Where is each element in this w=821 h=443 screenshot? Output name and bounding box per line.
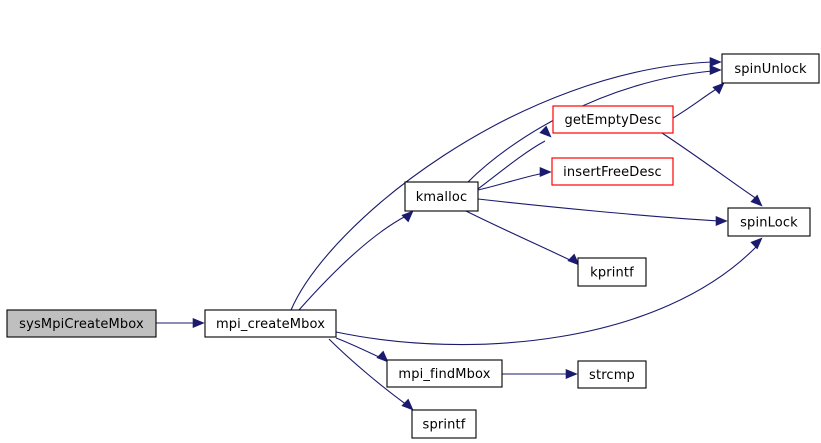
edge-mpi_createMbox-to-sprintf	[328, 338, 414, 411]
node-label: kmalloc	[416, 190, 468, 205]
node-label: strcmp	[589, 368, 635, 383]
arrow-head-icon	[376, 350, 389, 363]
node-label: mpi_createMbox	[216, 317, 325, 332]
node-label: insertFreeDesc	[563, 165, 662, 180]
edge-line	[328, 338, 408, 406]
edge-mpi_createMbox-to-kmalloc	[298, 210, 414, 311]
edge-line	[335, 245, 758, 346]
edge-mpi_createMbox-to-spinUnlock	[290, 56, 722, 311]
edge-kmalloc-to-insertFreeDesc	[477, 166, 552, 191]
node-label: mpi_findMbox	[398, 367, 490, 382]
node-kprintf[interactable]: kprintf	[577, 257, 647, 287]
edge-line	[661, 132, 758, 200]
arrow-head-icon	[715, 215, 728, 227]
edge-line	[465, 210, 573, 262]
edge-mpi_createMbox-to-mpi_findMbox	[335, 337, 389, 363]
edge-line	[477, 172, 545, 191]
node-label: spinLock	[740, 216, 798, 231]
node-box[interactable]	[721, 53, 820, 84]
node-label: getEmptyDesc	[565, 113, 662, 128]
edge-line	[477, 198, 720, 222]
node-box[interactable]	[577, 257, 647, 287]
arrow-head-icon	[709, 64, 722, 76]
edge-kmalloc-to-spinLock	[477, 198, 728, 227]
edge-getEmptyDesc-to-spinUnlock	[672, 82, 725, 119]
node-label: sysMpiCreateMbox	[19, 317, 144, 332]
arrow-head-icon	[712, 82, 725, 95]
edge-line	[672, 87, 719, 119]
edge-line	[335, 337, 382, 359]
node-label: kprintf	[590, 266, 634, 281]
node-kmalloc[interactable]: kmalloc	[404, 181, 479, 212]
arrow-head-icon	[565, 368, 578, 380]
node-spinLock[interactable]: spinLock	[727, 207, 811, 237]
arrow-head-icon	[750, 194, 763, 207]
edge-sysMpiCreateMbox-to-mpi_createMbox	[156, 317, 205, 329]
edge-mpi_createMbox-to-spinLock	[335, 237, 763, 346]
nodes-layer: sysMpiCreateMbox mpi_createMbox kmalloc get…	[6, 53, 820, 439]
node-box[interactable]	[411, 409, 477, 439]
node-box[interactable]	[404, 181, 479, 212]
arrow-head-icon	[401, 210, 414, 223]
node-insertFreeDesc[interactable]: insertFreeDesc	[551, 157, 674, 186]
arrow-head-icon	[401, 398, 414, 411]
edge-getEmptyDesc-to-spinLock	[661, 132, 763, 207]
node-box[interactable]	[727, 207, 811, 237]
node-mpi_findMbox[interactable]: mpi_findMbox	[386, 359, 503, 388]
edge-mpi_findMbox-to-strcmp	[502, 368, 578, 380]
node-sysMpiCreateMbox[interactable]: sysMpiCreateMbox	[6, 309, 157, 338]
node-box[interactable]	[204, 309, 337, 338]
arrow-head-icon	[192, 317, 205, 329]
node-spinUnlock[interactable]: spinUnlock	[721, 53, 820, 84]
node-box[interactable]	[551, 157, 674, 186]
edge-line	[290, 61, 713, 311]
arrow-head-icon	[750, 237, 763, 250]
arrow-head-icon	[539, 125, 552, 138]
node-mpi_createMbox[interactable]: mpi_createMbox	[204, 309, 337, 338]
node-box[interactable]	[577, 360, 647, 389]
node-getEmptyDesc[interactable]: getEmptyDesc	[552, 105, 674, 134]
node-label: spinUnlock	[734, 62, 807, 77]
node-box[interactable]	[6, 309, 157, 338]
edges-layer	[156, 56, 763, 411]
edge-line	[298, 215, 407, 311]
arrow-head-icon	[567, 253, 580, 266]
node-label: sprintf	[423, 418, 466, 433]
edge-kmalloc-to-kprintf	[465, 210, 580, 266]
node-box[interactable]	[386, 359, 503, 388]
node-strcmp[interactable]: strcmp	[577, 360, 647, 389]
arrow-head-icon	[539, 166, 552, 178]
node-box[interactable]	[552, 105, 674, 134]
node-sprintf[interactable]: sprintf	[411, 409, 477, 439]
arrow-head-icon	[709, 56, 722, 68]
